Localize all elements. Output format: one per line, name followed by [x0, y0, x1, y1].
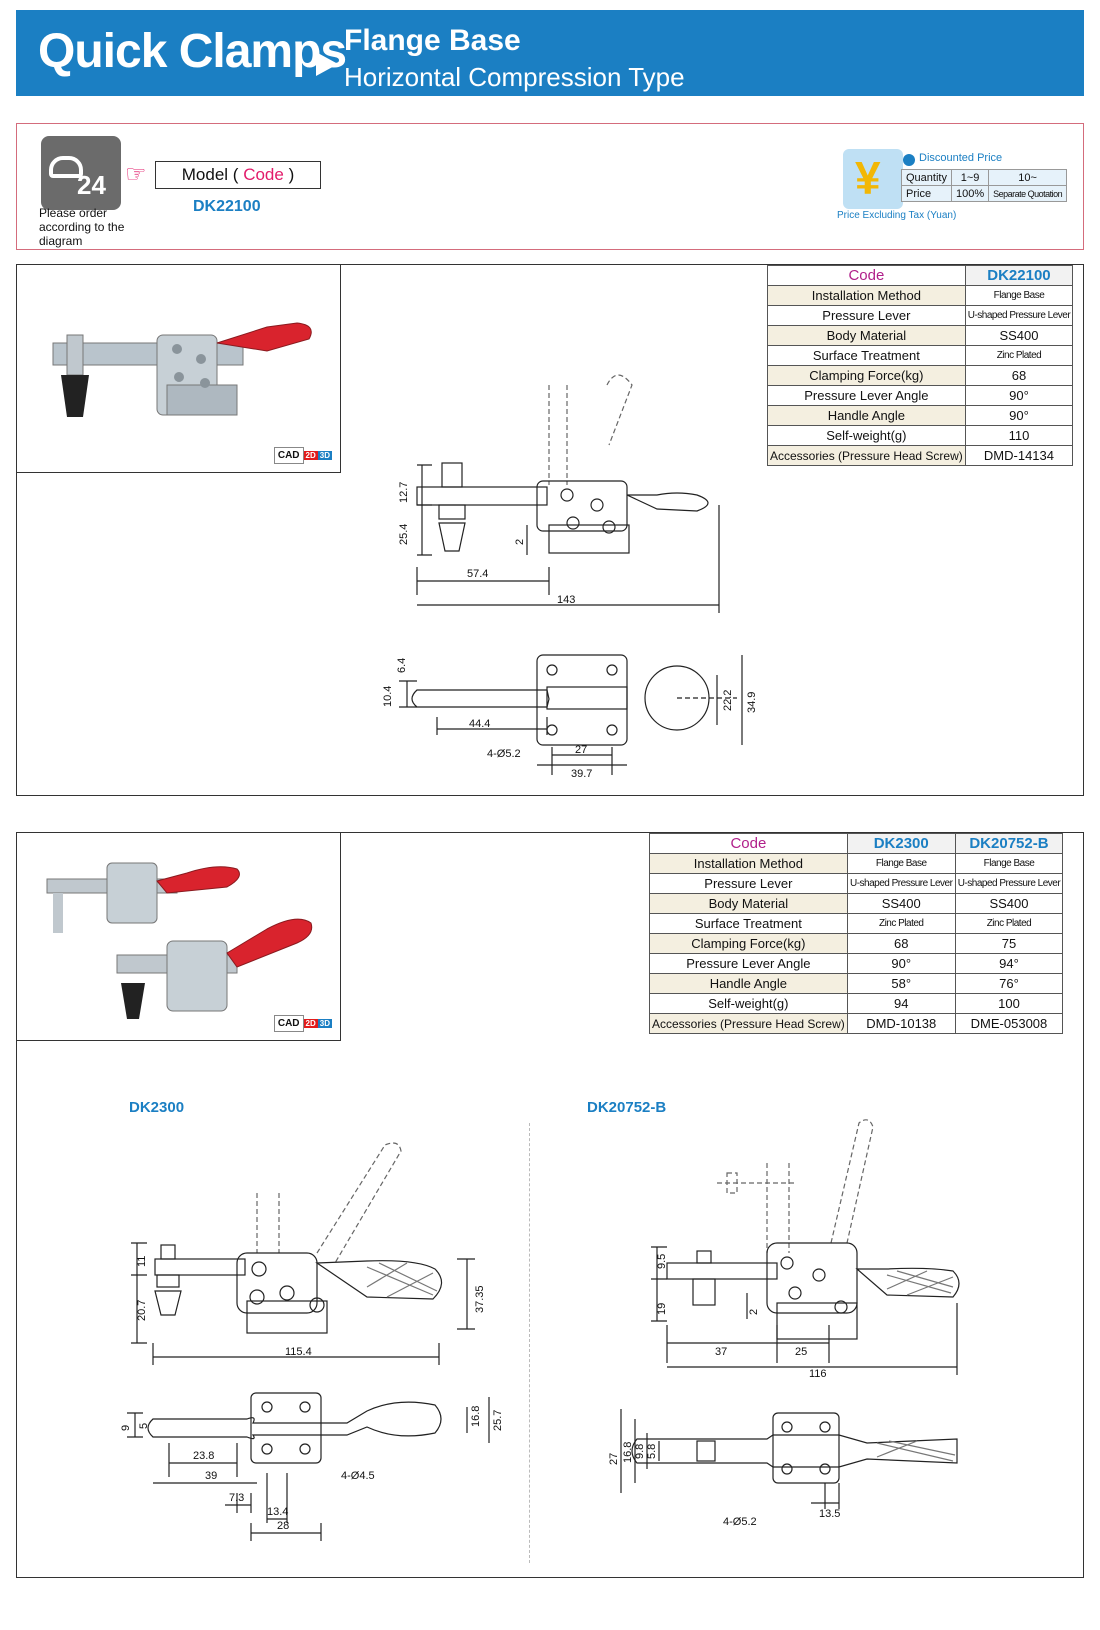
- drawing-title-dk2300: DK2300: [129, 1099, 185, 1116]
- svg-text:6.4: 6.4: [396, 658, 408, 673]
- clamp-photo: [52, 322, 312, 417]
- svg-text:44.4: 44.4: [469, 718, 490, 730]
- pointing-hand-icon: ☞: [125, 161, 147, 188]
- svg-text:25.7: 25.7: [492, 1410, 504, 1431]
- technical-drawing-dk20752b: 9.5 19 2 37 25 116 27 16.8 9.8 5.8 4-Ø5.…: [608, 1119, 960, 1528]
- title-arrow-icon: [316, 52, 338, 76]
- clamp-photo-pair: [46, 862, 313, 1019]
- discount-label: Discounted Price: [919, 152, 1003, 164]
- svg-text:28: 28: [277, 1520, 289, 1532]
- svg-text:4-Ø5.2: 4-Ø5.2: [723, 1516, 757, 1528]
- price-note: Price Excluding Tax (Yuan): [837, 210, 957, 221]
- svg-text:7.3: 7.3: [229, 1492, 244, 1504]
- svg-text:25.4: 25.4: [398, 524, 410, 545]
- page-subtitle: Flange Base: [344, 24, 521, 57]
- svg-text:143: 143: [557, 594, 575, 606]
- svg-text:39.7: 39.7: [571, 768, 592, 780]
- svg-text:2: 2: [514, 539, 526, 545]
- svg-text:12.7: 12.7: [398, 482, 410, 503]
- svg-text:9: 9: [120, 1425, 132, 1431]
- svg-text:13.5: 13.5: [819, 1508, 840, 1520]
- order-note: Please order according to the diagram: [39, 206, 125, 248]
- model-code-label: Model ( Code ): [155, 161, 321, 189]
- svg-text:27: 27: [608, 1453, 620, 1465]
- technical-drawing-dk22100: 12.7 25.4 2 57.4 143 6.4 10.4 44.4 4-Ø5.…: [382, 374, 758, 780]
- svg-text:57.4: 57.4: [467, 568, 488, 580]
- svg-text:19: 19: [656, 1303, 668, 1315]
- svg-text:27: 27: [575, 744, 587, 756]
- svg-text:9.8: 9.8: [634, 1444, 646, 1459]
- svg-text:4-Ø5.2: 4-Ø5.2: [487, 748, 521, 760]
- svg-text:5: 5: [138, 1423, 150, 1429]
- discount-dot-icon: [903, 154, 915, 166]
- svg-text:23.8: 23.8: [193, 1450, 214, 1462]
- svg-text:37.35: 37.35: [474, 1285, 486, 1313]
- svg-text:39: 39: [205, 1470, 217, 1482]
- svg-text:25: 25: [795, 1346, 807, 1358]
- svg-text:2: 2: [748, 1309, 760, 1315]
- header-banner: Quick Clamps Flange Base Horizontal Comp…: [16, 10, 1084, 96]
- svg-text:115.4: 115.4: [285, 1346, 312, 1358]
- svg-text:5.8: 5.8: [646, 1444, 658, 1459]
- page-subtitle-type: Horizontal Compression Type: [344, 62, 685, 92]
- svg-text:4-Ø4.5: 4-Ø4.5: [341, 1470, 375, 1482]
- phone-receiver-icon: [49, 156, 83, 178]
- svg-text:116: 116: [809, 1368, 827, 1380]
- svg-text:9.5: 9.5: [656, 1254, 668, 1269]
- price-table: Quantity 1~9 10~ Price 100% Separate Quo…: [901, 169, 1068, 202]
- svg-text:13.4: 13.4: [267, 1506, 288, 1518]
- svg-text:10.4: 10.4: [382, 686, 394, 707]
- svg-text:16.8: 16.8: [622, 1442, 634, 1463]
- page-title: Quick Clamps: [38, 25, 347, 78]
- drawing-title-dk20752b: DK20752-B: [587, 1099, 667, 1116]
- svg-text:22.2: 22.2: [722, 690, 734, 711]
- technical-drawing-dk2300: 11 20.7 37.35 115.4 9 5 23.8 39 7.3 13.4…: [120, 1142, 504, 1541]
- svg-text:16.8: 16.8: [470, 1406, 482, 1427]
- model-value: DK22100: [193, 198, 261, 215]
- svg-text:37: 37: [715, 1346, 727, 1358]
- drawing-divider: [529, 1123, 530, 1563]
- svg-text:34.9: 34.9: [746, 692, 758, 713]
- phone-24-icon: 24: [41, 136, 121, 210]
- svg-text:11: 11: [136, 1256, 148, 1267]
- svg-text:20.7: 20.7: [136, 1300, 148, 1321]
- order-info-box: 24 Please order according to the diagram…: [16, 123, 1084, 250]
- yen-icon: ¥: [843, 149, 903, 209]
